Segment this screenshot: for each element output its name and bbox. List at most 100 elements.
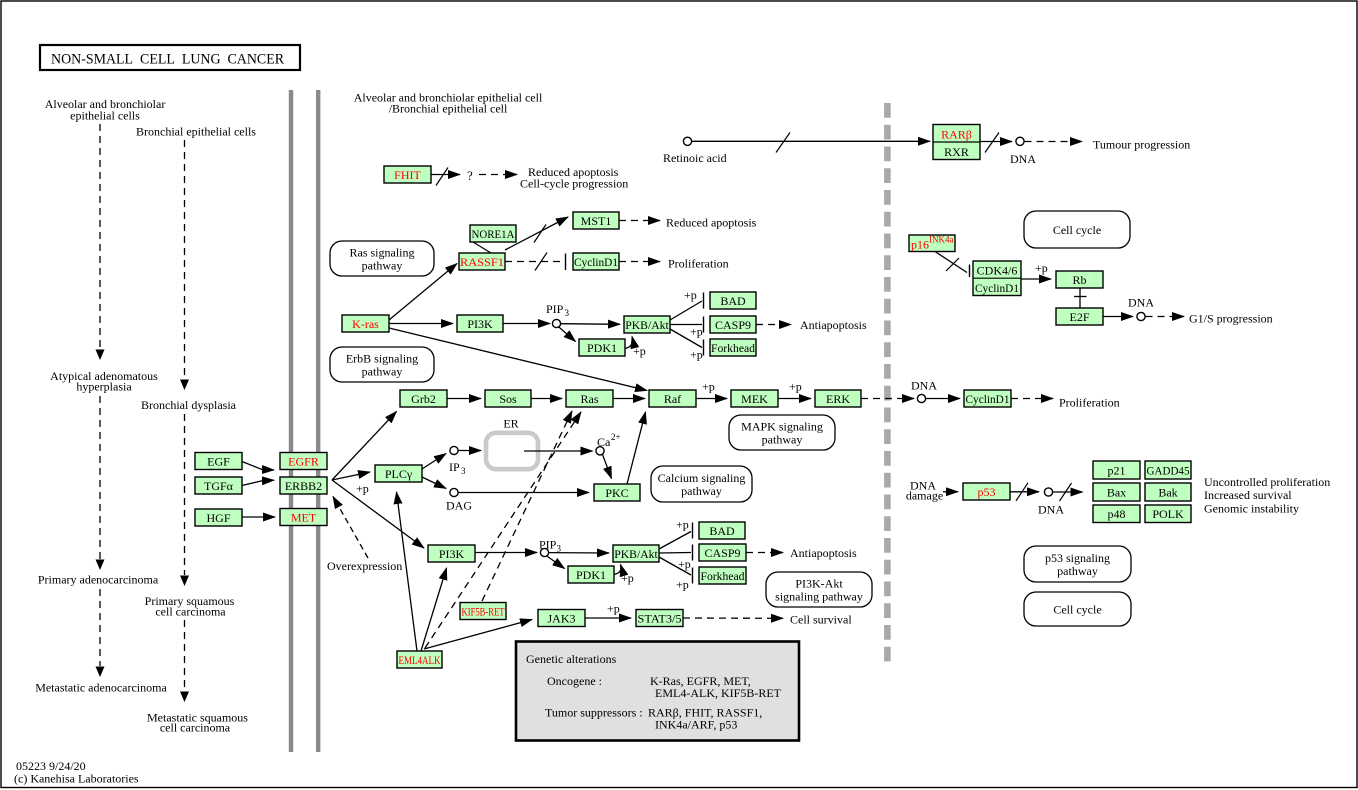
svg-text:+p: +p: [684, 288, 697, 302]
svg-text:CASP9: CASP9: [704, 546, 740, 560]
svg-text:JAK3: JAK3: [547, 611, 575, 625]
svg-text:PI3K: PI3K: [467, 317, 493, 331]
svg-text:3: 3: [565, 308, 570, 318]
svg-text:2+: 2+: [611, 432, 621, 442]
svg-text:EGFR: EGFR: [288, 454, 319, 468]
svg-text:Alveolar and bronchiolar: Alveolar and bronchiolar: [45, 97, 166, 111]
svg-text:GADD45: GADD45: [1147, 463, 1190, 477]
svg-text:Oncogene :: Oncogene :: [547, 674, 602, 688]
svg-text:PIP: PIP: [546, 302, 564, 316]
svg-text:MST1: MST1: [581, 214, 612, 228]
svg-text:K-Ras, EGFR, MET,: K-Ras, EGFR, MET,: [650, 674, 751, 688]
svg-text:INK4a/ARF, p53: INK4a/ARF, p53: [655, 718, 737, 732]
svg-text:pathway: pathway: [362, 258, 403, 272]
svg-text:Reduced apoptosis: Reduced apoptosis: [528, 165, 619, 179]
svg-text:PKB/Akt: PKB/Akt: [614, 547, 658, 561]
svg-text:Ras signaling: Ras signaling: [350, 245, 415, 259]
svg-text:+p: +p: [702, 380, 715, 394]
svg-text:p48: p48: [1108, 507, 1126, 521]
svg-text:Metastatic adenocarcinoma: Metastatic adenocarcinoma: [35, 681, 167, 695]
svg-text:CDK4/6: CDK4/6: [977, 264, 1018, 278]
svg-text:Overexpression: Overexpression: [327, 559, 402, 573]
svg-text:Atypical adenomatous: Atypical adenomatous: [50, 369, 158, 383]
svg-text:CyclinD1: CyclinD1: [966, 392, 1010, 406]
svg-text:Forkhead: Forkhead: [701, 569, 745, 583]
svg-text:FHIT: FHIT: [394, 168, 421, 182]
svg-text:+p: +p: [676, 578, 689, 592]
svg-text:Cell cycle: Cell cycle: [1053, 602, 1101, 616]
svg-text:BAD: BAD: [709, 524, 735, 538]
svg-text:/Bronchial epithelial cell: /Bronchial epithelial cell: [389, 102, 508, 116]
svg-text:KIF5B-RET: KIF5B-RET: [462, 604, 505, 618]
svg-text:(c) Kanehisa Laboratories: (c) Kanehisa Laboratories: [14, 772, 139, 786]
svg-text:TGFα: TGFα: [204, 479, 234, 493]
svg-text:MEK: MEK: [741, 392, 768, 406]
svg-text:p16: p16: [911, 238, 929, 252]
svg-text:MET: MET: [291, 510, 317, 524]
svg-text:3: 3: [461, 466, 466, 476]
svg-text:EGF: EGF: [207, 454, 230, 468]
svg-text:Genetic alterations: Genetic alterations: [526, 652, 617, 666]
svg-text:Bax: Bax: [1107, 485, 1126, 499]
svg-text:K-ras: K-ras: [352, 317, 379, 331]
svg-text:PKB/Akt: PKB/Akt: [625, 318, 669, 332]
svg-text:DNA: DNA: [1010, 152, 1036, 166]
svg-text:Grb2: Grb2: [411, 392, 436, 406]
svg-text:INK4a: INK4a: [929, 235, 954, 245]
svg-text:cell carcinoma: cell carcinoma: [155, 605, 226, 619]
svg-text:Proliferation: Proliferation: [1059, 396, 1120, 410]
svg-text:+p: +p: [607, 602, 620, 616]
svg-text:Raf: Raf: [664, 392, 681, 406]
svg-text:PLCγ: PLCγ: [385, 467, 413, 481]
svg-text:Rb: Rb: [1072, 273, 1086, 287]
svg-text:+p: +p: [621, 571, 634, 585]
svg-text:Cell cycle: Cell cycle: [1053, 223, 1101, 237]
svg-text:pathway: pathway: [1057, 564, 1098, 578]
svg-text:Ca: Ca: [597, 435, 611, 449]
svg-text:EML4ALK: EML4ALK: [399, 653, 441, 667]
svg-text:+p: +p: [1035, 261, 1048, 275]
svg-text:HGF: HGF: [206, 511, 230, 525]
svg-text:Tumor suppressors :: Tumor suppressors :: [545, 706, 643, 720]
svg-text:PKC: PKC: [605, 486, 628, 500]
svg-text:ERK: ERK: [826, 392, 850, 406]
svg-text:NON-SMALL CELL LUNG CANCER: NON-SMALL CELL LUNG CANCER: [51, 52, 284, 68]
svg-text:+p: +p: [676, 518, 689, 532]
svg-text:CyclinD1: CyclinD1: [574, 255, 618, 269]
svg-text:ErbB signaling: ErbB signaling: [346, 351, 418, 365]
svg-text:BAD: BAD: [720, 294, 746, 308]
svg-text:Calcium signaling: Calcium signaling: [658, 471, 746, 485]
svg-text:pathway: pathway: [362, 364, 403, 378]
svg-text:05223 9/24/20: 05223 9/24/20: [16, 759, 86, 773]
svg-text:NORE1A: NORE1A: [472, 227, 515, 241]
svg-text:Retinoic acid: Retinoic acid: [663, 151, 727, 165]
svg-text:pathway: pathway: [681, 484, 722, 498]
svg-text:RASSF1: RASSF1: [460, 255, 504, 269]
svg-text:Primary squamous: Primary squamous: [145, 594, 235, 608]
svg-text:PI3K: PI3K: [439, 547, 465, 561]
svg-text:3: 3: [557, 544, 562, 554]
svg-text:DNA: DNA: [911, 379, 937, 393]
svg-text:PDK1: PDK1: [576, 568, 606, 582]
svg-text:DNA: DNA: [910, 479, 936, 493]
svg-text:RXR: RXR: [944, 145, 969, 159]
svg-text:+p: +p: [690, 325, 703, 339]
svg-text:ERBB2: ERBB2: [285, 479, 322, 493]
svg-text:p53: p53: [978, 485, 996, 499]
svg-text:+p: +p: [633, 344, 646, 358]
svg-text:EML4-ALK, KIF5B-RET: EML4-ALK, KIF5B-RET: [655, 686, 782, 700]
svg-text:E2F: E2F: [1069, 310, 1089, 324]
svg-text:Reduced apoptosis: Reduced apoptosis: [666, 216, 757, 230]
svg-text:CyclinD1: CyclinD1: [975, 281, 1019, 295]
svg-text:RARβ, FHIT, RASSF1,: RARβ, FHIT, RASSF1,: [648, 706, 762, 720]
svg-text:Uncontrolled proliferation: Uncontrolled proliferation: [1204, 475, 1330, 489]
svg-text:Antiapoptosis: Antiapoptosis: [800, 318, 867, 332]
svg-text:+p: +p: [789, 380, 802, 394]
svg-text:IP: IP: [449, 460, 460, 474]
svg-text:Bronchial dysplasia: Bronchial dysplasia: [141, 398, 237, 412]
svg-text:Cell survival: Cell survival: [790, 613, 852, 627]
svg-text:DNA: DNA: [1038, 503, 1064, 517]
svg-text:MAPK signaling: MAPK signaling: [741, 419, 823, 433]
svg-text:+p: +p: [356, 482, 369, 496]
svg-text:epithelial cells: epithelial cells: [70, 109, 140, 123]
